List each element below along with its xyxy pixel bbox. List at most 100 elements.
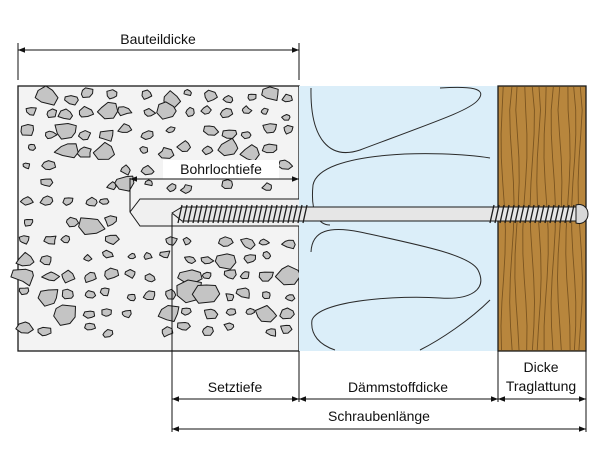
screw-thread bbox=[262, 204, 268, 224]
stone bbox=[83, 254, 93, 262]
screw-thread bbox=[292, 204, 298, 224]
stone bbox=[143, 108, 157, 117]
screw-thread bbox=[272, 204, 278, 224]
screw-thread bbox=[549, 204, 555, 224]
screw-thread bbox=[494, 204, 500, 224]
stone bbox=[27, 143, 37, 151]
stone bbox=[245, 307, 255, 315]
screw-thread bbox=[237, 204, 243, 224]
stone bbox=[54, 123, 77, 140]
stone bbox=[202, 325, 214, 336]
stone bbox=[157, 305, 180, 322]
stone bbox=[143, 252, 153, 260]
screw-thread bbox=[227, 204, 233, 224]
label-schraubenlaenge: Schraubenlänge bbox=[328, 408, 430, 424]
stone bbox=[40, 178, 54, 187]
stone bbox=[57, 108, 73, 120]
stone bbox=[243, 254, 256, 264]
screw-thread bbox=[207, 204, 213, 224]
stone bbox=[258, 271, 274, 282]
screw-thread bbox=[277, 204, 283, 224]
screw-thread bbox=[539, 204, 545, 224]
stone bbox=[15, 321, 34, 334]
stone bbox=[277, 159, 294, 170]
stone bbox=[159, 250, 171, 259]
stone bbox=[203, 125, 220, 136]
screw-thread bbox=[569, 204, 575, 224]
stone bbox=[20, 124, 34, 136]
stone bbox=[139, 146, 149, 154]
screw-thread bbox=[297, 204, 303, 224]
stone bbox=[121, 309, 132, 319]
stone bbox=[78, 217, 106, 235]
stone bbox=[25, 107, 37, 116]
screw-thread bbox=[247, 204, 253, 224]
stone bbox=[284, 294, 296, 302]
screw-thread bbox=[524, 204, 530, 224]
stone bbox=[182, 236, 192, 246]
stone bbox=[98, 198, 110, 205]
stone bbox=[84, 290, 97, 299]
stone bbox=[117, 123, 133, 133]
stone bbox=[200, 105, 212, 115]
label-setztiefe: Setztiefe bbox=[208, 379, 263, 395]
stone bbox=[156, 101, 177, 120]
dimension-bauteildicke: Bauteildicke bbox=[17, 31, 300, 80]
stone bbox=[19, 196, 34, 206]
stone bbox=[104, 267, 120, 280]
stone bbox=[37, 289, 59, 307]
stone bbox=[219, 107, 234, 119]
screw-thread bbox=[197, 204, 203, 224]
screw-thread bbox=[559, 204, 565, 224]
stone bbox=[18, 235, 30, 245]
stone bbox=[225, 293, 235, 302]
stone bbox=[200, 256, 215, 265]
stone bbox=[39, 255, 52, 266]
stone bbox=[161, 326, 174, 338]
stone bbox=[239, 271, 250, 280]
screw-thread bbox=[242, 204, 248, 224]
label-daemmstoffdicke: Dämmstoffdicke bbox=[348, 379, 448, 395]
screw-thread bbox=[519, 204, 525, 224]
stone bbox=[281, 239, 296, 250]
stone bbox=[78, 105, 95, 118]
stone bbox=[15, 251, 35, 267]
stone bbox=[141, 89, 153, 100]
dimension-dicke-traglattung: Dicke Traglattung bbox=[498, 359, 586, 402]
stone bbox=[217, 137, 239, 157]
stone bbox=[61, 269, 76, 284]
screw-thread bbox=[182, 204, 188, 224]
stone bbox=[142, 290, 156, 300]
screw-thread bbox=[222, 204, 228, 224]
stone bbox=[261, 86, 279, 101]
dimension-schraubenlaenge: Schraubenlänge bbox=[172, 408, 586, 432]
stone bbox=[191, 284, 221, 304]
stone bbox=[201, 145, 214, 156]
screw-thread bbox=[287, 204, 293, 224]
stone bbox=[62, 197, 74, 206]
stone bbox=[214, 253, 237, 270]
stone bbox=[223, 322, 235, 331]
stone bbox=[201, 271, 212, 280]
stone bbox=[240, 237, 256, 250]
stone bbox=[46, 108, 58, 118]
stone bbox=[157, 147, 175, 159]
screw-thread bbox=[267, 204, 273, 224]
stone bbox=[84, 322, 96, 331]
stone bbox=[261, 182, 272, 191]
stone bbox=[80, 87, 94, 98]
stone bbox=[61, 288, 74, 300]
stone bbox=[184, 256, 197, 264]
screw-thread bbox=[544, 204, 550, 224]
stone bbox=[104, 215, 118, 227]
stone bbox=[41, 160, 57, 171]
screw-thread bbox=[187, 204, 193, 224]
stone bbox=[53, 304, 76, 326]
stone bbox=[225, 308, 237, 316]
screw bbox=[171, 204, 589, 224]
stone bbox=[76, 146, 92, 158]
stone bbox=[18, 287, 30, 296]
stone bbox=[258, 238, 270, 246]
stone bbox=[235, 287, 250, 299]
stone bbox=[53, 143, 79, 159]
